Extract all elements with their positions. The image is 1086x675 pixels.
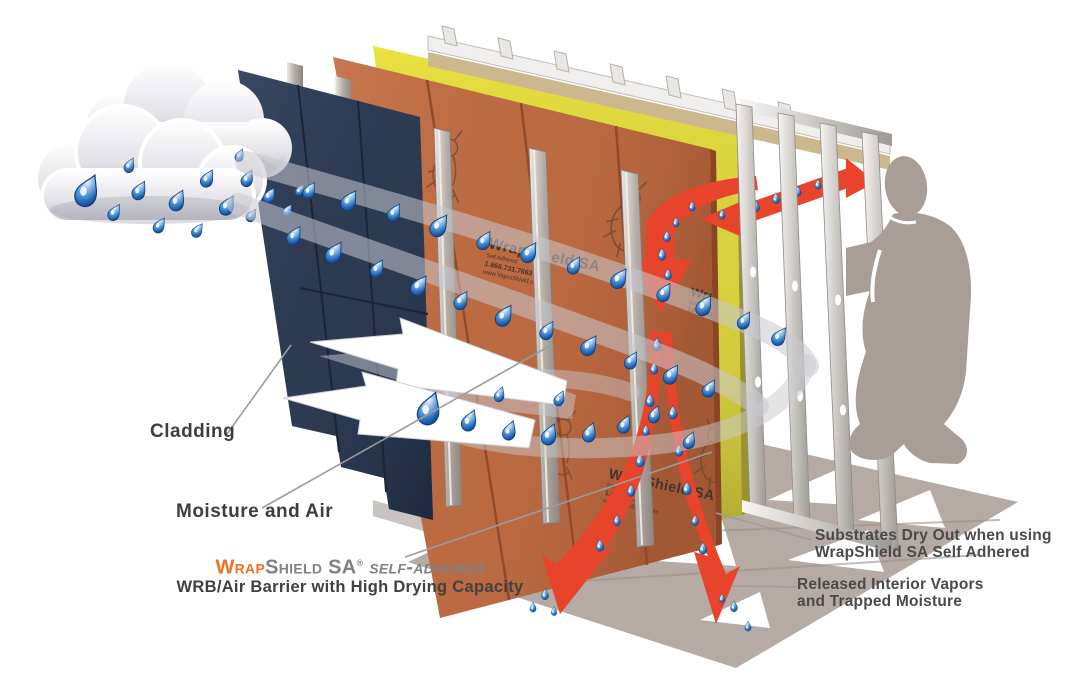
leader-lines xyxy=(226,343,813,588)
substrates-line2: WrapShield SA Self Adhered xyxy=(815,544,1030,561)
label-substrates-dry-out: Substrates Dry Out when using WrapShield… xyxy=(815,527,1052,561)
brand-shield-sa: Shield SA xyxy=(265,556,357,579)
brand-registered-mark: ® xyxy=(356,558,364,568)
brand-line1: WrapShield SA® self-adhered xyxy=(135,553,565,578)
leader-substrates xyxy=(715,512,813,541)
brand-self-adhered: self-adhered xyxy=(363,556,485,579)
leader-released xyxy=(730,585,798,588)
released-line1: Released Interior Vapors xyxy=(797,576,984,593)
label-wrapshield-brand: WrapShield SA® self-adhered WRB/Air Barr… xyxy=(135,553,565,597)
brand-line2: WRB/Air Barrier with High Drying Capacit… xyxy=(176,577,524,596)
label-released-vapors: Released Interior Vapors and Trapped Moi… xyxy=(797,576,984,610)
thinking-person-silhouette xyxy=(846,156,972,464)
label-cladding: Cladding xyxy=(150,421,236,442)
drying-out-arrows xyxy=(282,317,576,449)
substrates-line1: Substrates Dry Out when using xyxy=(815,527,1052,544)
leader-cladding xyxy=(226,344,292,435)
metal-stud-framing xyxy=(735,98,899,552)
leader-brand xyxy=(404,451,713,558)
leader-moisture xyxy=(261,343,554,509)
released-line2: and Trapped Moisture xyxy=(797,593,963,610)
label-moisture-and-air: Moisture and Air xyxy=(176,501,334,522)
brand-wrap: Wrap xyxy=(215,556,266,579)
